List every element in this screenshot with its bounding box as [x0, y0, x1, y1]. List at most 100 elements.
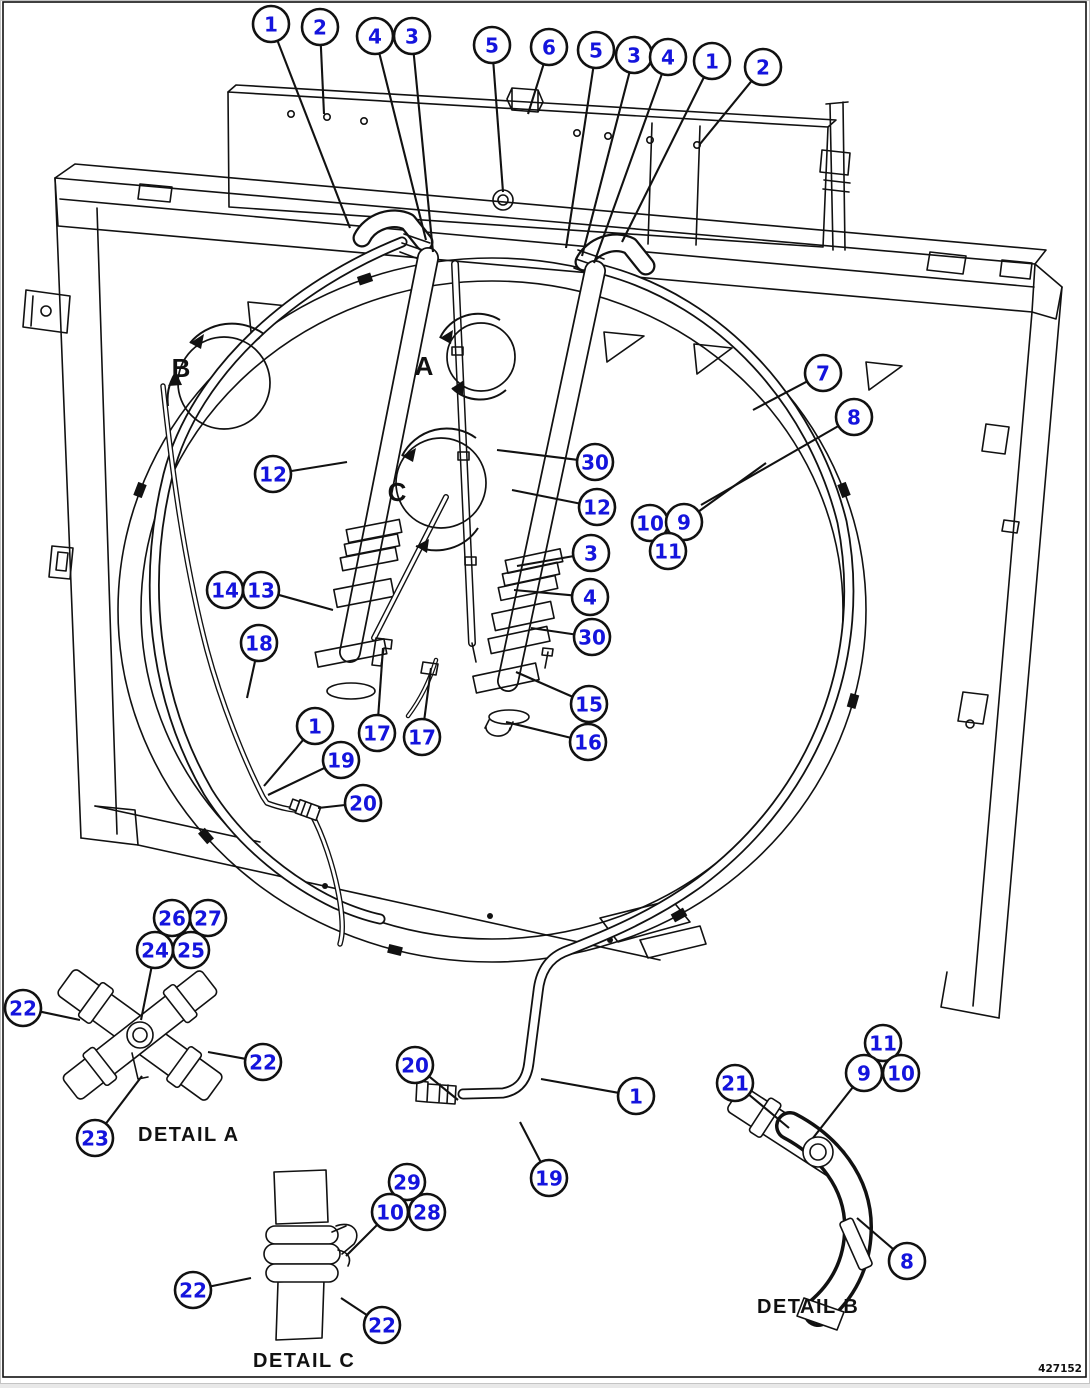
- callout-circle[interactable]: [472, 25, 512, 65]
- callout-circle[interactable]: [881, 1053, 921, 1093]
- callout-circle[interactable]: [568, 722, 608, 762]
- callout-circle[interactable]: [362, 1305, 402, 1345]
- callout-circle[interactable]: [253, 454, 293, 494]
- callout-10[interactable]: 10: [370, 1192, 410, 1232]
- callout-1[interactable]: 1: [251, 4, 291, 44]
- callout-circle[interactable]: [300, 7, 340, 47]
- callout-circle[interactable]: [173, 1270, 213, 1310]
- leader-line: [856, 1217, 895, 1251]
- callout-circle[interactable]: [743, 47, 783, 87]
- callout-22[interactable]: 22: [3, 988, 43, 1028]
- callout-11[interactable]: 11: [648, 531, 688, 571]
- callout-15[interactable]: 15: [569, 684, 609, 724]
- callout-circle[interactable]: [343, 783, 383, 823]
- callout-21[interactable]: 21: [715, 1063, 755, 1103]
- callout-circle[interactable]: [616, 1076, 656, 1116]
- callout-8[interactable]: 8: [887, 1241, 927, 1281]
- callout-circle[interactable]: [395, 1045, 435, 1085]
- callout-circle[interactable]: [321, 740, 361, 780]
- callout-20[interactable]: 20: [343, 783, 383, 823]
- callout-8[interactable]: 8: [834, 397, 874, 437]
- callout-28[interactable]: 28: [407, 1192, 447, 1232]
- callout-number: 10: [887, 1062, 915, 1086]
- callout-12[interactable]: 12: [577, 487, 617, 527]
- callout-3[interactable]: 3: [571, 533, 611, 573]
- callout-circle[interactable]: [171, 930, 211, 970]
- callout-circle[interactable]: [577, 487, 617, 527]
- callout-23[interactable]: 23: [75, 1118, 115, 1158]
- callout-17[interactable]: 17: [402, 717, 442, 757]
- callout-circle[interactable]: [570, 577, 610, 617]
- callout-circle[interactable]: [571, 533, 611, 573]
- callout-circle[interactable]: [572, 617, 612, 657]
- callout-circle[interactable]: [648, 531, 688, 571]
- callout-4[interactable]: 4: [570, 577, 610, 617]
- callout-30[interactable]: 30: [572, 617, 612, 657]
- callout-circle[interactable]: [407, 1192, 447, 1232]
- callout-circle[interactable]: [295, 706, 335, 746]
- callout-circle[interactable]: [75, 1118, 115, 1158]
- callout-circle[interactable]: [575, 442, 615, 482]
- callout-4[interactable]: 4: [355, 16, 395, 56]
- callout-4[interactable]: 4: [648, 37, 688, 77]
- callout-circle[interactable]: [402, 717, 442, 757]
- callout-1[interactable]: 1: [295, 706, 335, 746]
- callout-circle[interactable]: [692, 41, 732, 81]
- callout-circle[interactable]: [569, 684, 609, 724]
- callout-circle[interactable]: [241, 570, 281, 610]
- callout-17[interactable]: 17: [357, 713, 397, 753]
- callout-circle[interactable]: [648, 37, 688, 77]
- callout-27[interactable]: 27: [188, 898, 228, 938]
- callout-2[interactable]: 2: [743, 47, 783, 87]
- detail-a-drawing: [57, 969, 223, 1101]
- callout-circle[interactable]: [529, 27, 569, 67]
- callout-circle[interactable]: [887, 1241, 927, 1281]
- callout-3[interactable]: 3: [614, 35, 654, 75]
- callout-1[interactable]: 1: [616, 1076, 656, 1116]
- callout-12[interactable]: 12: [253, 454, 293, 494]
- callout-20[interactable]: 20: [395, 1045, 435, 1085]
- callout-30[interactable]: 30: [575, 442, 615, 482]
- callout-14[interactable]: 14: [205, 570, 245, 610]
- callout-9[interactable]: 9: [844, 1053, 884, 1093]
- callout-24[interactable]: 24: [135, 930, 175, 970]
- callout-25[interactable]: 25: [171, 930, 211, 970]
- callout-9[interactable]: 9: [664, 502, 704, 542]
- callout-circle[interactable]: [239, 623, 279, 663]
- callout-circle[interactable]: [803, 353, 843, 393]
- callout-29[interactable]: 29: [387, 1162, 427, 1202]
- callout-circle[interactable]: [834, 397, 874, 437]
- callout-5[interactable]: 5: [576, 30, 616, 70]
- callout-circle[interactable]: [863, 1023, 903, 1063]
- callout-6[interactable]: 6: [529, 27, 569, 67]
- callout-circle[interactable]: [3, 988, 43, 1028]
- callout-circle[interactable]: [251, 4, 291, 44]
- callout-19[interactable]: 19: [529, 1158, 569, 1198]
- callout-11[interactable]: 11: [863, 1023, 903, 1063]
- callout-3[interactable]: 3: [392, 16, 432, 56]
- callout-7[interactable]: 7: [803, 353, 843, 393]
- callout-1[interactable]: 1: [692, 41, 732, 81]
- callout-number: 2: [756, 56, 770, 80]
- callout-circle[interactable]: [664, 502, 704, 542]
- leader-line: [812, 1086, 854, 1139]
- callout-18[interactable]: 18: [239, 623, 279, 663]
- callout-circle[interactable]: [576, 30, 616, 70]
- callout-circle[interactable]: [715, 1063, 755, 1103]
- callout-10[interactable]: 10: [881, 1053, 921, 1093]
- callout-circle[interactable]: [392, 16, 432, 56]
- callout-circle[interactable]: [243, 1042, 283, 1082]
- callout-13[interactable]: 13: [241, 570, 281, 610]
- callout-5[interactable]: 5: [472, 25, 512, 65]
- callout-circle[interactable]: [529, 1158, 569, 1198]
- callout-26[interactable]: 26: [152, 898, 192, 938]
- callout-22[interactable]: 22: [243, 1042, 283, 1082]
- callout-22[interactable]: 22: [362, 1305, 402, 1345]
- callout-16[interactable]: 16: [568, 722, 608, 762]
- callout-circle[interactable]: [387, 1162, 427, 1202]
- callout-circle[interactable]: [357, 713, 397, 753]
- callout-19[interactable]: 19: [321, 740, 361, 780]
- callout-circle[interactable]: [188, 898, 228, 938]
- callout-2[interactable]: 2: [300, 7, 340, 47]
- callout-22[interactable]: 22: [173, 1270, 213, 1310]
